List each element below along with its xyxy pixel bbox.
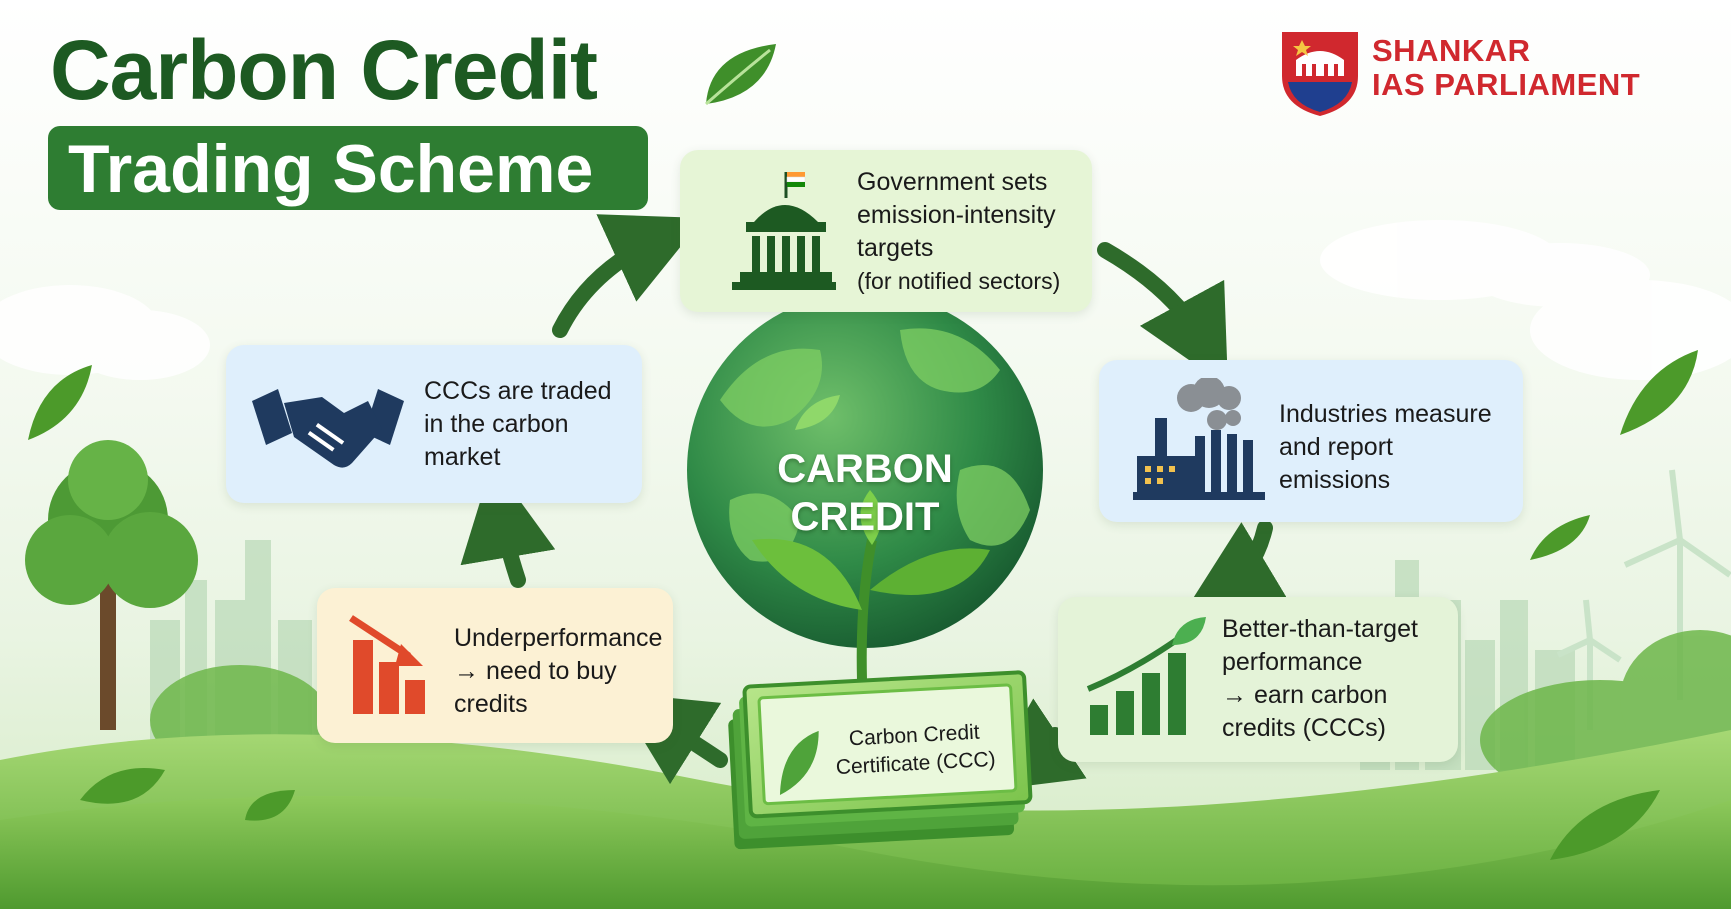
step-text-better-than-target: Better-than-target performance → earn ca… — [1222, 613, 1418, 745]
step-card-industries: Industries measure and report emissions — [1099, 360, 1523, 522]
step-line: → earn carbon — [1222, 681, 1388, 709]
cloud-left — [0, 285, 210, 380]
step-line: credits (CCCs) — [1222, 714, 1386, 742]
step-card-government: Government sets emission-intensity targe… — [680, 150, 1092, 312]
globe-label-line2: CREDIT — [790, 495, 940, 539]
step-line: emissions — [1279, 466, 1391, 494]
step-text-traded: CCCs are traded in the carbon market — [424, 375, 612, 474]
rising-bar-chart-icon — [1086, 617, 1206, 735]
globe-label-line1: CARBON — [777, 447, 953, 491]
step-line: and report — [1279, 433, 1393, 461]
step-text-industries: Industries measure and report emissions — [1279, 398, 1492, 497]
step-line: Industries measure — [1279, 400, 1492, 428]
tree-left — [25, 440, 198, 730]
arrow-to-government — [552, 214, 704, 338]
arrow-to-better — [1183, 520, 1291, 613]
step-card-traded: CCCs are traded in the carbon market — [226, 345, 642, 503]
brand-name: SHANKAR IAS PARLIAMENT — [1372, 34, 1640, 102]
leaf-icon — [28, 350, 1698, 860]
certificate-label: Carbon Credit Certificate (CCC) — [829, 718, 1002, 783]
handshake-icon — [252, 389, 404, 468]
title-leaf-icon — [705, 44, 776, 106]
page-subtitle: Trading Scheme — [68, 131, 594, 207]
cloud-right — [1320, 220, 1731, 380]
falling-bar-chart-icon — [349, 615, 425, 714]
step-card-underperformance: Underperformance → need to buy credits — [317, 588, 673, 743]
step-line: Government sets — [857, 168, 1048, 196]
globe-leaf-icon — [795, 395, 840, 430]
globe-label: CARBON CREDIT — [765, 445, 965, 541]
arrow-to-industries — [1097, 242, 1228, 388]
step-card-better-than-target: Better-than-target performance → earn ca… — [1058, 597, 1458, 762]
step-text-underperformance: Underperformance → need to buy credits — [454, 622, 662, 721]
step-line: → need to buy — [454, 657, 617, 685]
subtitle-pill — [48, 126, 648, 210]
step-line: credits — [454, 690, 528, 718]
arrow-to-traded — [460, 462, 556, 588]
step-line: market — [424, 443, 501, 471]
step-subtext: (for notified sectors) — [857, 268, 1061, 294]
plant-sprout-icon — [752, 490, 990, 681]
step-line: Underperformance — [454, 624, 663, 652]
brand-line2: IAS PARLIAMENT — [1372, 67, 1641, 102]
step-line: performance — [1222, 648, 1363, 676]
brand-shield-logo — [1282, 32, 1358, 116]
step-line: CCCs are traded — [424, 377, 612, 405]
step-line: in the carbon — [424, 410, 569, 438]
step-line: targets — [857, 234, 934, 262]
step-line: emission-intensity — [857, 201, 1056, 229]
certificate-stack-icon — [728, 670, 1033, 850]
government-building-icon — [732, 172, 836, 290]
brand-line1: SHANKAR — [1372, 33, 1531, 68]
page-title: Carbon Credit — [50, 23, 598, 117]
step-text-government: Government sets emission-intensity targe… — [857, 166, 1060, 298]
hill-front — [0, 796, 1731, 909]
factory-icon — [1133, 378, 1265, 500]
step-line: Better-than-target — [1222, 615, 1418, 643]
